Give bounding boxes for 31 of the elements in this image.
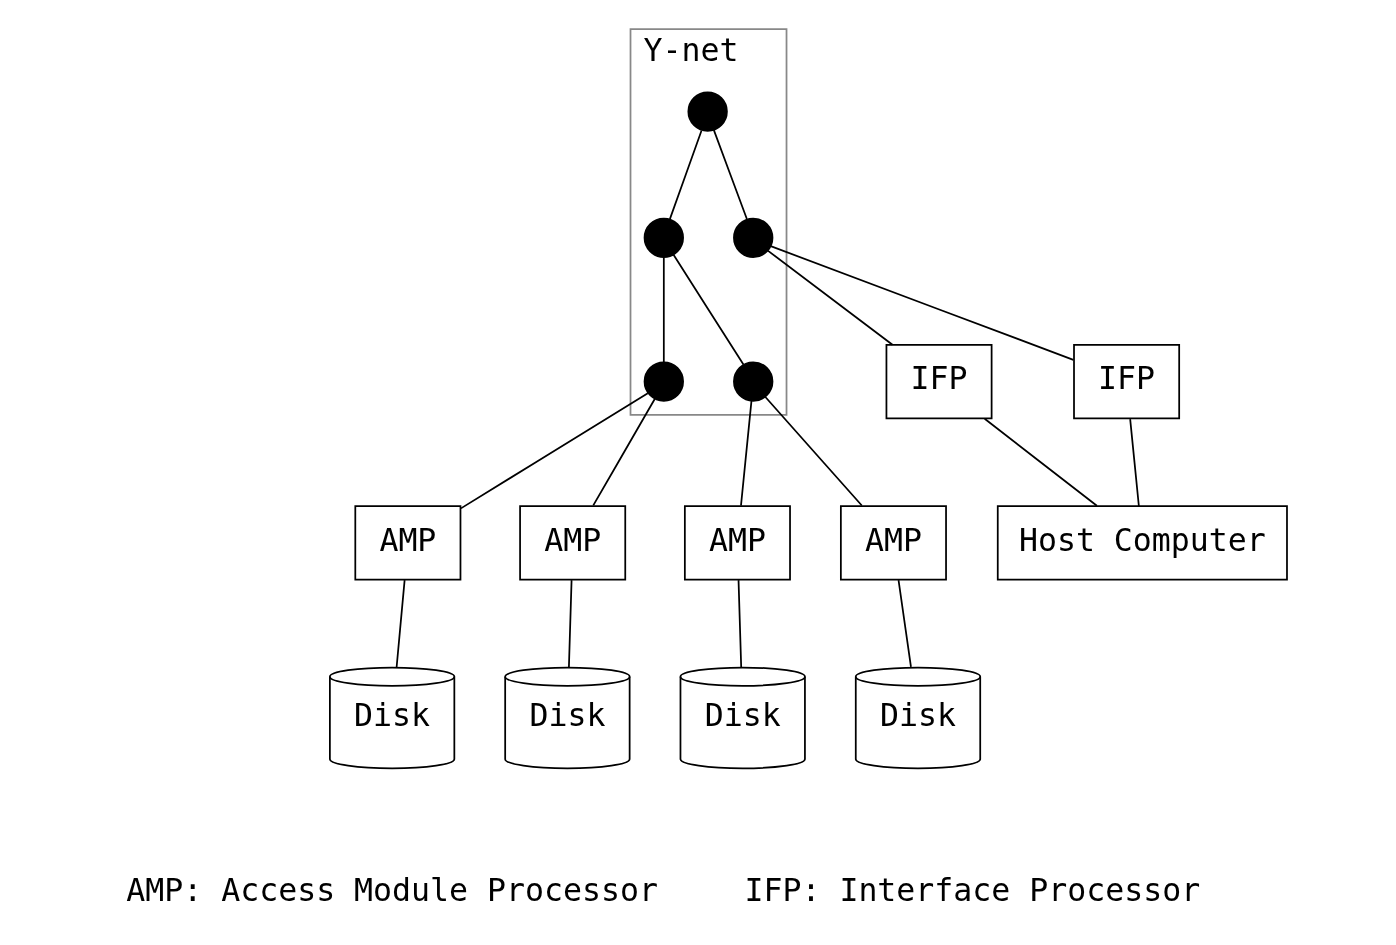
- label: AMP: Access Module Processor: [126, 871, 659, 908]
- node-box: IFP: [1073, 343, 1181, 420]
- node-circle: [643, 217, 684, 258]
- node-box: AMP: [683, 505, 791, 581]
- connector: [766, 249, 894, 346]
- connector: [460, 392, 649, 510]
- connector: [1129, 418, 1140, 507]
- node-box: IFP: [885, 343, 993, 420]
- cluster: Y-net: [629, 28, 788, 416]
- node-circle: [733, 361, 774, 402]
- connector: [669, 129, 703, 221]
- node-box: AMP: [519, 505, 627, 581]
- connector: [568, 579, 573, 668]
- connector: [764, 395, 863, 507]
- node-circle: [733, 217, 774, 258]
- connector: [983, 417, 1098, 507]
- node-circle: [687, 91, 728, 132]
- connector: [740, 399, 753, 507]
- node-box: AMP: [354, 505, 462, 581]
- connector: [672, 253, 745, 366]
- connector: [712, 129, 748, 220]
- connector: [769, 245, 1075, 361]
- connector: [897, 579, 912, 668]
- connector: [395, 579, 406, 668]
- connector: [662, 256, 665, 364]
- connector: [592, 398, 656, 507]
- label: IFP: Interface Processor: [744, 871, 1201, 908]
- node-box: Host Computer: [996, 505, 1288, 581]
- connector: [737, 579, 743, 668]
- node-box: AMP: [840, 505, 947, 581]
- node-circle: [643, 361, 684, 402]
